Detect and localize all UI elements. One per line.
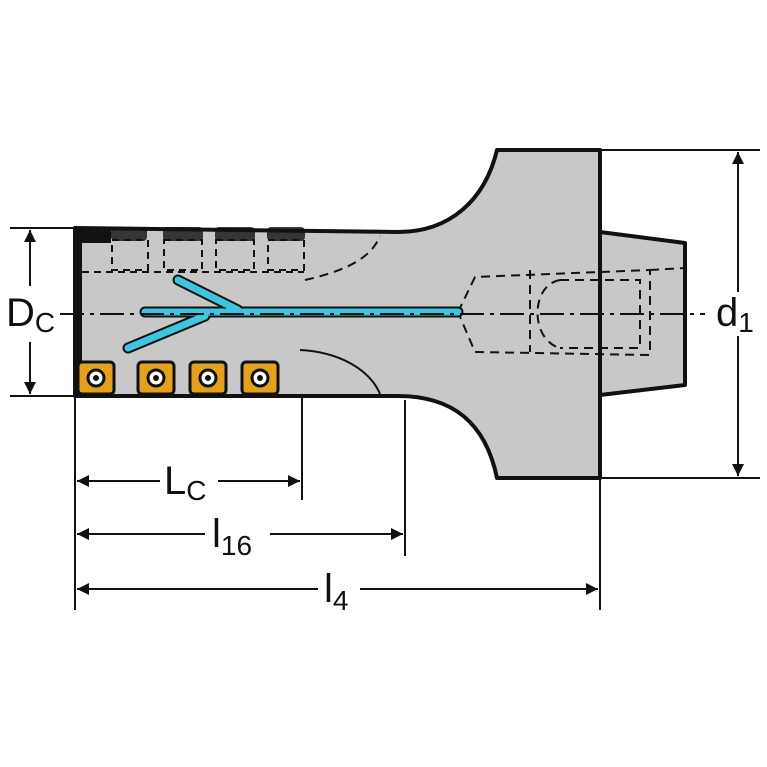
- lower-contour: [299, 349, 381, 395]
- lc-label: LC: [164, 459, 206, 506]
- dc-label: DC: [6, 291, 55, 338]
- upper-insert-pockets: [79, 227, 305, 273]
- lower-inserts: [76, 360, 280, 396]
- dimension-lines: [24, 152, 744, 595]
- l4-label: l4: [324, 567, 348, 616]
- insert: [136, 360, 176, 396]
- insert: [188, 360, 228, 396]
- front-edge: [74, 228, 82, 396]
- extension-lines: [10, 149, 760, 610]
- l16-label: l16: [212, 512, 252, 561]
- insert: [76, 360, 116, 396]
- coolant-channels: [122, 274, 464, 354]
- d1-label: d1: [716, 291, 754, 338]
- insert: [240, 360, 280, 396]
